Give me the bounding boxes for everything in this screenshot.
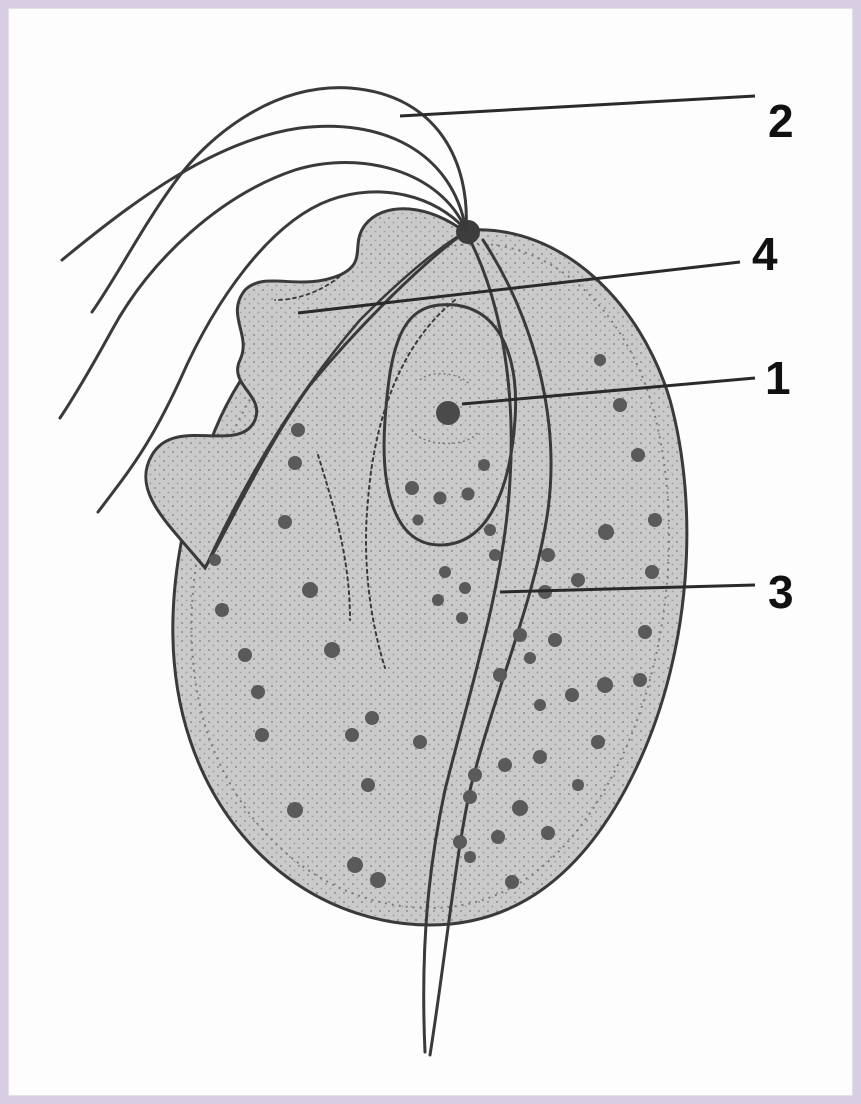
- label-2: 2: [768, 95, 794, 147]
- label-1: 1: [765, 352, 791, 404]
- label-3: 3: [768, 566, 794, 618]
- label-4: 4: [752, 228, 778, 280]
